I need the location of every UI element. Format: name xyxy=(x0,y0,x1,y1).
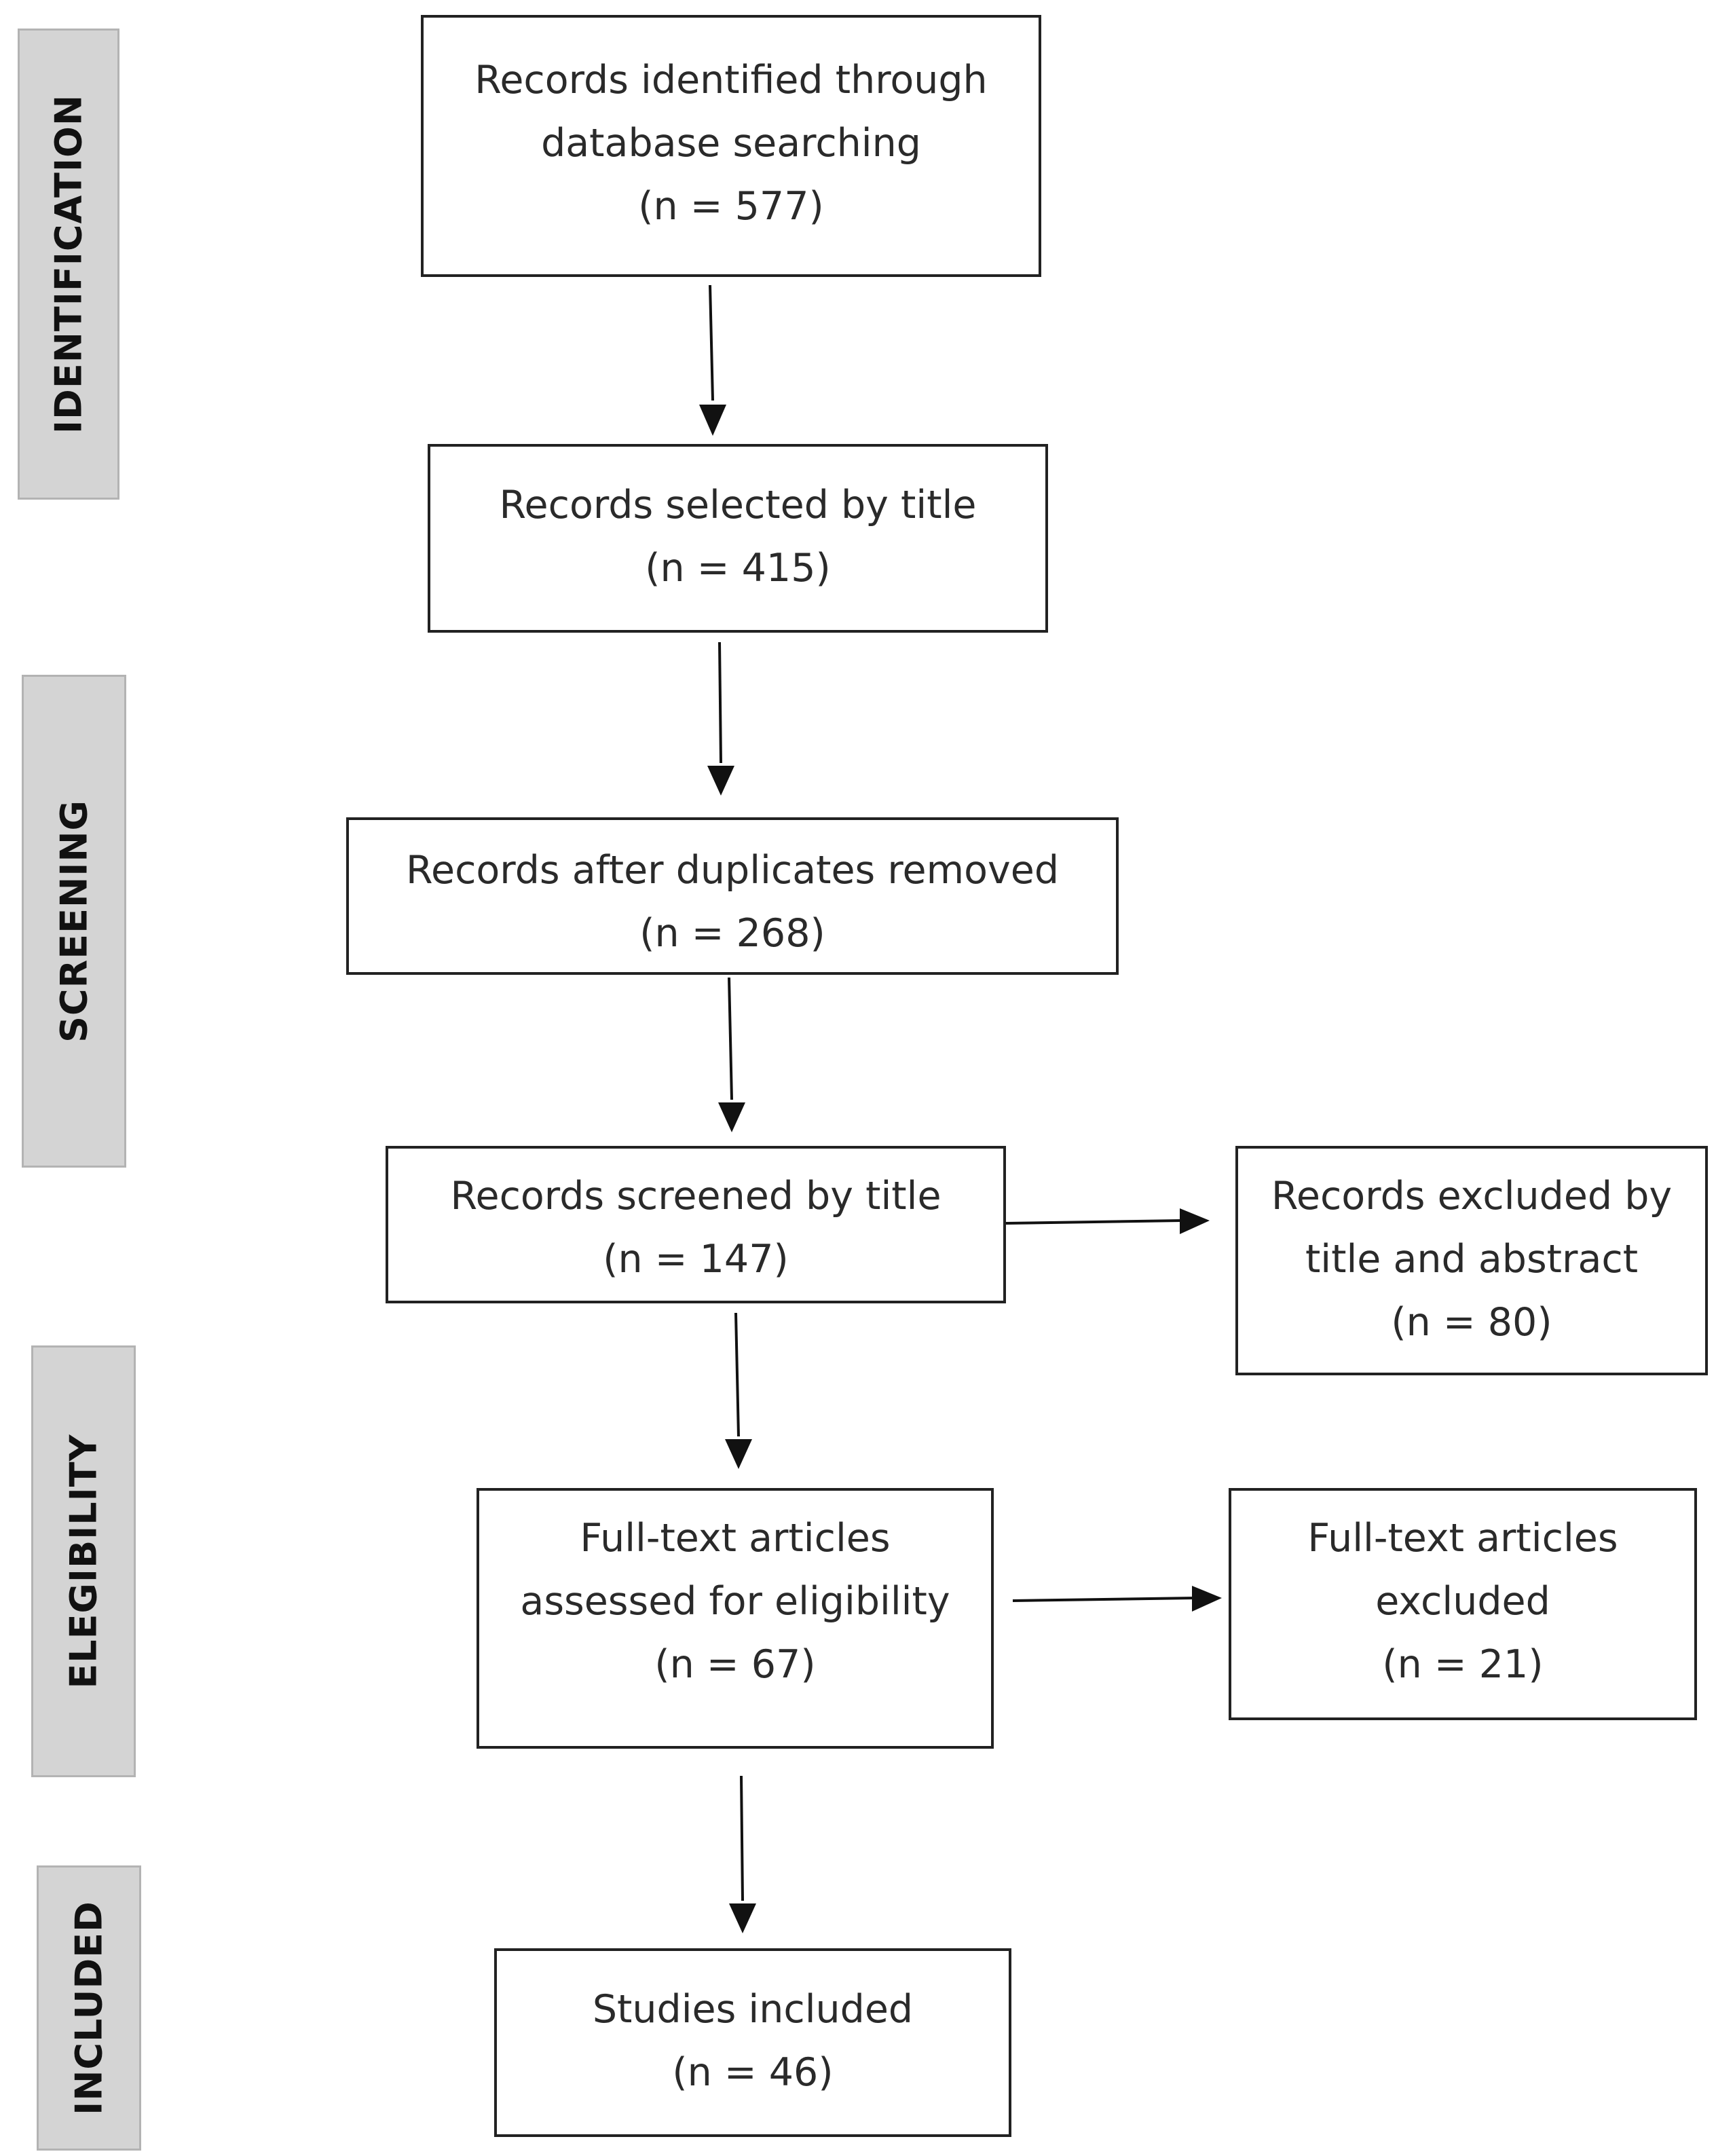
box-studies-included-line1: Studies included xyxy=(592,1987,914,2032)
box-records-screened-by-title: Records screened by title (n = 147) xyxy=(386,1146,1006,1303)
arrow-screened-to-assessed xyxy=(734,1312,740,1437)
arrow-assessed-to-excluded xyxy=(1012,1597,1195,1602)
arrow-selected-to-duplicates xyxy=(718,642,722,764)
box-records-selected-by-title: Records selected by title (n = 415) xyxy=(428,444,1048,633)
phase-screening: SCREENING xyxy=(22,675,126,1168)
box-records-excluded-title-abstract: Records excluded by title and abstract (… xyxy=(1235,1146,1708,1375)
box-records-identified: Records identified through database sear… xyxy=(421,15,1041,277)
box-excluded-ta-line1: Records excluded by xyxy=(1271,1174,1673,1219)
arrow-identified-to-selected xyxy=(709,284,714,401)
box-after-duplicates-line1: Records after duplicates removed xyxy=(405,848,1059,893)
arrowhead-duplicates-to-screened xyxy=(718,1102,745,1132)
box-fulltext-assessed: Full-text articles assessed for eligibil… xyxy=(477,1488,994,1749)
arrowhead-assessed-to-included xyxy=(729,1903,756,1933)
arrow-duplicates-to-screened xyxy=(728,977,733,1100)
phase-eligibility: ELEGIBILITY xyxy=(31,1345,136,1777)
box-screened-count: (n = 147) xyxy=(603,1237,789,1282)
phase-identification: IDENTIFICATION xyxy=(18,29,119,500)
box-assessed-count: (n = 67) xyxy=(654,1642,816,1687)
box-studies-included: Studies included (n = 46) xyxy=(494,1948,1011,2137)
box-records-selected-line1: Records selected by title xyxy=(499,483,977,527)
arrow-screened-to-excluded xyxy=(1005,1219,1182,1225)
box-fulltext-excluded: Full-text articles excluded (n = 21) xyxy=(1229,1488,1697,1720)
box-records-identified-line2: database searching xyxy=(541,121,921,166)
box-assessed-line1: Full-text articles xyxy=(580,1516,891,1561)
box-fulltext-excluded-line1: Full-text articles xyxy=(1307,1516,1618,1561)
box-excluded-ta-count: (n = 80) xyxy=(1391,1300,1552,1345)
arrowhead-identified-to-selected xyxy=(699,405,726,436)
box-records-identified-line1: Records identified through xyxy=(474,58,988,103)
arrowhead-assessed-to-excluded xyxy=(1192,1586,1222,1612)
phase-included: INCLUDED xyxy=(37,1865,141,2151)
box-fulltext-excluded-line2: excluded xyxy=(1375,1579,1550,1624)
box-assessed-line2: assessed for eligibility xyxy=(520,1579,950,1624)
box-after-duplicates-count: (n = 268) xyxy=(639,911,825,956)
box-excluded-ta-line2: title and abstract xyxy=(1305,1237,1639,1282)
arrowhead-screened-to-assessed xyxy=(725,1439,752,1469)
box-records-identified-count: (n = 577) xyxy=(638,184,824,229)
arrowhead-screened-to-excluded xyxy=(1180,1208,1210,1234)
arrowhead-selected-to-duplicates xyxy=(707,766,734,796)
box-studies-included-count: (n = 46) xyxy=(672,2050,834,2095)
box-records-after-duplicates: Records after duplicates removed (n = 26… xyxy=(346,817,1119,975)
box-records-selected-count: (n = 415) xyxy=(645,546,831,591)
arrow-assessed-to-included xyxy=(740,1775,744,1901)
box-fulltext-excluded-count: (n = 21) xyxy=(1382,1642,1544,1687)
box-screened-line1: Records screened by title xyxy=(450,1174,941,1219)
